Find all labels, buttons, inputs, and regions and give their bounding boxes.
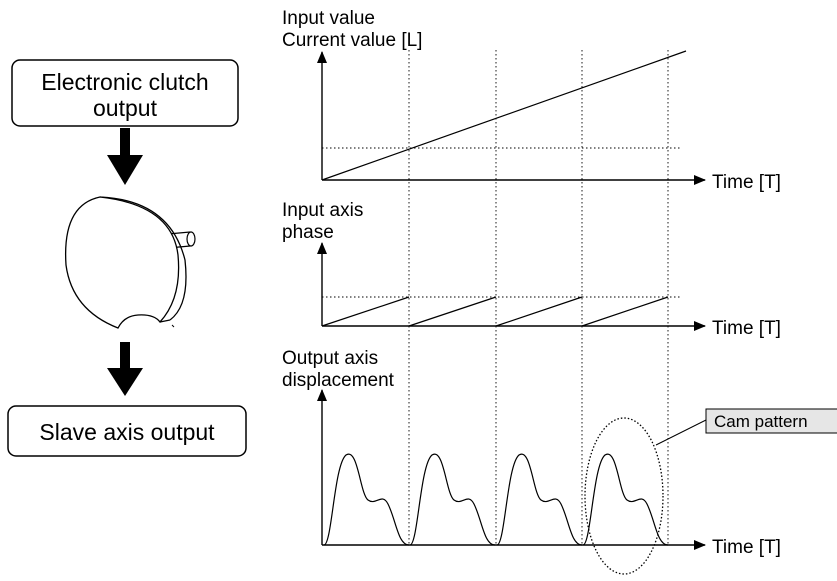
electronic-clutch-output-box: Electronic clutch output [11,59,239,127]
cam-profile-curve [323,453,410,546]
slave-axis-output-box: Slave axis output [7,405,247,457]
slave-box-label: Slave axis output [39,419,215,445]
cam-pattern-label: Cam pattern [714,412,808,431]
graph3-xlabel: Time [T] [712,537,781,558]
graph-output-axis-displacement: Output axis displacement Time [T] [282,348,781,558]
graph3-ylabel-line2: displacement [282,370,395,391]
graph1-ylabel-line2: Current value [L] [282,30,422,51]
down-arrow-icon [107,342,143,396]
cam-profile-curve [409,453,496,546]
cam-profile-curve [582,453,669,546]
cam-disk-icon [64,196,196,329]
clutch-box-label-line2: output [93,95,158,121]
down-arrow-icon [107,128,143,185]
graph2-ylabel-line1: Input axis [282,200,363,221]
graph2-sawtooth [321,296,669,327]
cam-pattern-leader-line [655,419,707,446]
graph3-ylabel-line1: Output axis [282,348,378,369]
cam-pattern-callout: Cam pattern [584,408,837,575]
graph-input-axis-phase: Input axis phase Time [T] [282,200,781,339]
cam-pattern-highlight-ellipse [584,417,664,575]
clutch-box-label-line1: Electronic clutch [41,69,208,95]
graph1-xlabel: Time [T] [712,172,781,193]
graph1-ylabel-line1: Input value [282,8,375,29]
graph1-ramp-line [321,50,687,181]
period-gridlines [408,50,669,545]
graph2-xlabel: Time [T] [712,318,781,339]
graph-input-value: Input value Current value [L] Time [T] [282,8,781,193]
cam-pattern-label-box [705,408,837,434]
graph2-ylabel-line2: phase [282,222,334,243]
graph3-cam-curves [323,453,669,546]
cam-profile-curve [496,453,583,546]
